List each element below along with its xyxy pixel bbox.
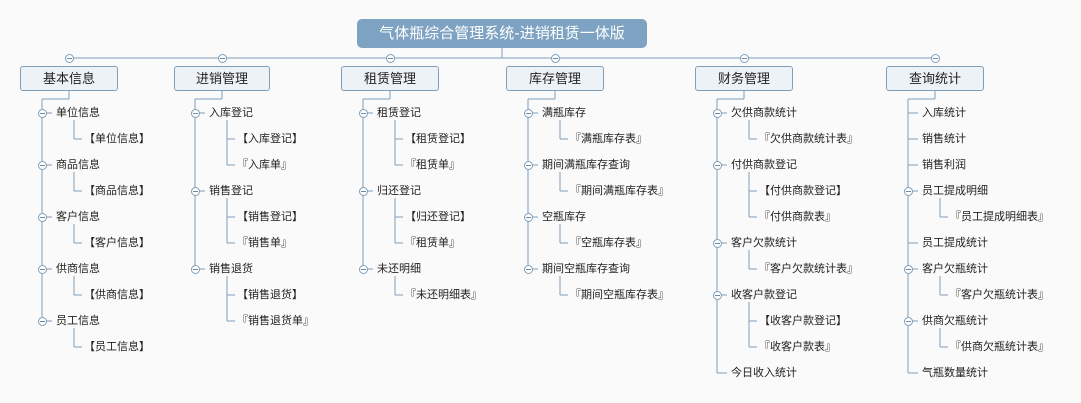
tree-leaf-label[interactable]: 『入库单』	[237, 158, 292, 171]
collapse-toggle-icon[interactable]	[712, 238, 722, 248]
collapse-toggle-icon[interactable]	[712, 290, 722, 300]
collapse-toggle-icon[interactable]	[37, 108, 47, 118]
collapse-toggle-icon[interactable]	[712, 160, 722, 170]
tree-item-label[interactable]: 气瓶数量统计	[922, 366, 988, 379]
tree-leaf-label[interactable]: 【归还登记】	[405, 210, 471, 223]
collapse-toggle-icon[interactable]	[37, 316, 47, 326]
tree-item-label[interactable]: 销售统计	[922, 132, 966, 145]
tree-leaf-label[interactable]: 『未还明细表』	[405, 288, 482, 301]
tree-leaf-label[interactable]: 『客户欠款统计表』	[759, 262, 858, 275]
collapse-toggle-icon[interactable]	[37, 264, 47, 274]
tree-item-label[interactable]: 员工提成明细	[922, 184, 988, 197]
collapse-toggle-icon[interactable]	[550, 53, 560, 63]
collapse-toggle-icon[interactable]	[523, 160, 533, 170]
category-node[interactable]: 查询统计	[886, 66, 984, 91]
collapse-toggle-icon[interactable]	[37, 212, 47, 222]
tree-item-label[interactable]: 空瓶库存	[542, 210, 586, 223]
tree-item-label[interactable]: 销售登记	[209, 184, 253, 197]
tree-item-label[interactable]: 员工提成统计	[922, 236, 988, 249]
tree-leaf-label[interactable]: 【租赁登记】	[405, 132, 471, 145]
tree-leaf-label[interactable]: 【收客户款登记】	[759, 314, 847, 327]
tree-item-label[interactable]: 客户信息	[56, 210, 100, 223]
collapse-toggle-icon[interactable]	[358, 186, 368, 196]
tree-item-label[interactable]: 客户欠款统计	[731, 236, 797, 249]
tree-item-label[interactable]: 商品信息	[56, 158, 100, 171]
tree-leaf-label[interactable]: 【入库登记】	[237, 132, 303, 145]
tree-item-label[interactable]: 未还明细	[377, 262, 421, 275]
tree-leaf-label[interactable]: 『付供商款表』	[759, 210, 836, 223]
tree-leaf-label[interactable]: 『空瓶库存表』	[570, 236, 647, 249]
category-node[interactable]: 库存管理	[506, 66, 604, 91]
tree-leaf-label[interactable]: 『租赁单』	[405, 158, 460, 171]
collapse-toggle-icon[interactable]	[739, 53, 749, 63]
collapse-toggle-icon[interactable]	[903, 186, 913, 196]
collapse-toggle-icon[interactable]	[930, 53, 940, 63]
tree-item-label[interactable]: 期间空瓶库存查询	[542, 262, 630, 275]
tree-item-label[interactable]: 销售利润	[922, 158, 966, 171]
tree-leaf-label[interactable]: 【销售登记】	[237, 210, 303, 223]
tree-leaf-label[interactable]: 『期间空瓶库存表』	[570, 288, 669, 301]
tree-item-label[interactable]: 今日收入统计	[731, 366, 797, 379]
tree-item-label[interactable]: 客户欠瓶统计	[922, 262, 988, 275]
tree-item-label[interactable]: 入库统计	[922, 106, 966, 119]
tree-leaf-label[interactable]: 【销售退货】	[237, 288, 303, 301]
tree-leaf-label[interactable]: 【客户信息】	[84, 236, 150, 249]
tree-item-label[interactable]: 供商欠瓶统计	[922, 314, 988, 327]
category-node[interactable]: 租赁管理	[341, 66, 439, 91]
tree-leaf-label[interactable]: 『满瓶库存表』	[570, 132, 647, 145]
tree-leaf-label[interactable]: 『员工提成明细表』	[950, 210, 1049, 223]
collapse-toggle-icon[interactable]	[712, 108, 722, 118]
tree-item-label[interactable]: 销售退货	[209, 262, 253, 275]
tree-leaf-label[interactable]: 『欠供商款统计表』	[759, 132, 858, 145]
tree-leaf-label[interactable]: 【付供商款登记】	[759, 184, 847, 197]
collapse-toggle-icon[interactable]	[217, 53, 227, 63]
collapse-toggle-icon[interactable]	[358, 108, 368, 118]
tree-leaf-label[interactable]: 『期间满瓶库存表』	[570, 184, 669, 197]
tree-leaf-label[interactable]: 【供商信息】	[84, 288, 150, 301]
tree-leaf-label[interactable]: 『销售退货单』	[237, 314, 314, 327]
category-node[interactable]: 基本信息	[20, 66, 118, 91]
collapse-toggle-icon[interactable]	[523, 212, 533, 222]
category-node[interactable]: 财务管理	[695, 66, 793, 91]
tree-leaf-label[interactable]: 『租赁单』	[405, 236, 460, 249]
tree-leaf-label[interactable]: 『客户欠瓶统计表』	[950, 288, 1049, 301]
tree-leaf-label[interactable]: 『销售单』	[237, 236, 292, 249]
collapse-toggle-icon[interactable]	[190, 186, 200, 196]
tree-item-label[interactable]: 满瓶库存	[542, 106, 586, 119]
category-node[interactable]: 进销管理	[174, 66, 270, 91]
collapse-toggle-icon[interactable]	[37, 160, 47, 170]
tree-leaf-label[interactable]: 【单位信息】	[84, 132, 150, 145]
tree-leaf-label[interactable]: 『收客户款表』	[759, 340, 836, 353]
tree-item-label[interactable]: 员工信息	[56, 314, 100, 327]
tree-item-label[interactable]: 期间满瓶库存查询	[542, 158, 630, 171]
collapse-toggle-icon[interactable]	[903, 264, 913, 274]
tree-item-label[interactable]: 入库登记	[209, 106, 253, 119]
tree-leaf-label[interactable]: 【员工信息】	[84, 340, 150, 353]
tree-item-label[interactable]: 归还登记	[377, 184, 421, 197]
tree-item-label[interactable]: 单位信息	[56, 106, 100, 119]
tree-item-label[interactable]: 付供商款登记	[731, 158, 797, 171]
root-title[interactable]: 气体瓶综合管理系统-进销租赁一体版	[357, 19, 647, 48]
collapse-toggle-icon[interactable]	[190, 108, 200, 118]
collapse-toggle-icon[interactable]	[523, 108, 533, 118]
tree-item-label[interactable]: 租赁登记	[377, 106, 421, 119]
tree-leaf-label[interactable]: 『供商欠瓶统计表』	[950, 340, 1049, 353]
collapse-toggle-icon[interactable]	[64, 53, 74, 63]
collapse-toggle-icon[interactable]	[385, 53, 395, 63]
tree-item-label[interactable]: 供商信息	[56, 262, 100, 275]
tree-leaf-label[interactable]: 【商品信息】	[84, 184, 150, 197]
collapse-toggle-icon[interactable]	[190, 264, 200, 274]
tree-item-label[interactable]: 收客户款登记	[731, 288, 797, 301]
tree-item-label[interactable]: 欠供商款统计	[731, 106, 797, 119]
collapse-toggle-icon[interactable]	[903, 316, 913, 326]
collapse-toggle-icon[interactable]	[358, 264, 368, 274]
collapse-toggle-icon[interactable]	[523, 264, 533, 274]
